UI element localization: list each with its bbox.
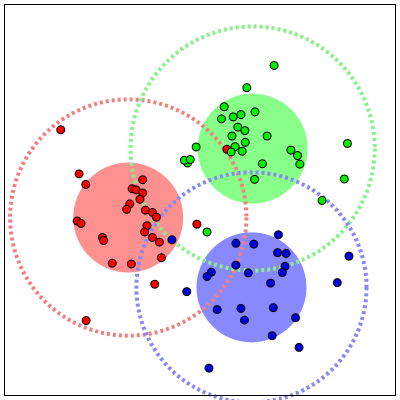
point-red-20 <box>140 227 150 237</box>
cluster-core-red <box>73 162 184 273</box>
point-red-23 <box>156 253 166 263</box>
point-blue-21 <box>332 278 342 288</box>
point-red-25 <box>81 316 91 326</box>
point-blue-13 <box>182 287 192 297</box>
point-red-7 <box>107 258 117 268</box>
cluster-spread-ring-green <box>128 24 377 273</box>
point-red-22 <box>154 237 164 247</box>
point-blue-11 <box>277 268 287 278</box>
point-green-14 <box>262 131 272 141</box>
point-red-11 <box>138 175 148 185</box>
point-red-18 <box>151 212 161 222</box>
point-green-26 <box>317 195 327 205</box>
point-blue-4 <box>273 248 283 258</box>
point-green-5 <box>236 110 246 120</box>
point-red-4 <box>76 218 86 228</box>
point-blue-2 <box>249 239 259 249</box>
point-blue-18 <box>291 313 301 323</box>
point-blue-10 <box>202 271 212 281</box>
point-green-13 <box>226 147 236 157</box>
point-red-1 <box>74 169 84 179</box>
point-green-7 <box>233 122 243 132</box>
point-blue-14 <box>212 305 222 315</box>
point-blue-17 <box>239 315 249 325</box>
point-red-24 <box>150 279 160 289</box>
point-green-18 <box>257 159 267 169</box>
point-green-12 <box>237 146 247 156</box>
point-blue-12 <box>266 278 276 288</box>
point-red-26 <box>192 219 202 229</box>
point-green-16 <box>293 151 302 161</box>
point-blue-16 <box>268 303 278 313</box>
point-blue-8 <box>243 268 253 278</box>
point-blue-7 <box>231 260 241 270</box>
plot-frame <box>4 4 396 396</box>
point-green-9 <box>227 131 237 141</box>
point-green-1 <box>242 83 252 93</box>
point-green-20 <box>191 142 201 152</box>
point-green-4 <box>228 112 238 122</box>
point-blue-15 <box>236 303 246 313</box>
point-blue-1 <box>231 238 241 248</box>
point-green-24 <box>342 138 352 148</box>
cluster-spread-ring-blue <box>134 170 369 400</box>
cluster-core-blue <box>196 232 307 343</box>
point-blue-23 <box>204 363 214 373</box>
point-green-3 <box>216 114 226 124</box>
point-green-6 <box>250 107 260 117</box>
point-red-13 <box>135 194 145 204</box>
point-red-15 <box>122 204 132 214</box>
cluster-spread-rings <box>8 24 377 400</box>
point-red-21 <box>147 232 157 242</box>
point-red-0 <box>56 125 66 135</box>
cluster-spread-ring-red <box>8 97 249 338</box>
point-blue-5 <box>281 248 291 258</box>
point-green-19 <box>250 174 260 184</box>
point-green-0 <box>269 60 279 70</box>
point-red-6 <box>99 236 109 246</box>
point-green-2 <box>219 102 229 112</box>
data-points <box>56 60 354 373</box>
point-blue-20 <box>294 342 304 352</box>
point-green-8 <box>240 126 250 136</box>
point-green-27 <box>202 227 212 237</box>
point-blue-19 <box>267 331 277 341</box>
point-blue-22 <box>344 251 354 261</box>
point-red-8 <box>126 259 136 269</box>
point-green-23 <box>185 154 195 164</box>
point-blue-0 <box>167 235 177 245</box>
point-green-25 <box>339 174 349 184</box>
point-red-2 <box>81 179 91 189</box>
point-green-15 <box>286 145 296 155</box>
point-green-17 <box>295 159 305 169</box>
point-blue-3 <box>273 230 283 240</box>
point-green-10 <box>240 137 250 147</box>
